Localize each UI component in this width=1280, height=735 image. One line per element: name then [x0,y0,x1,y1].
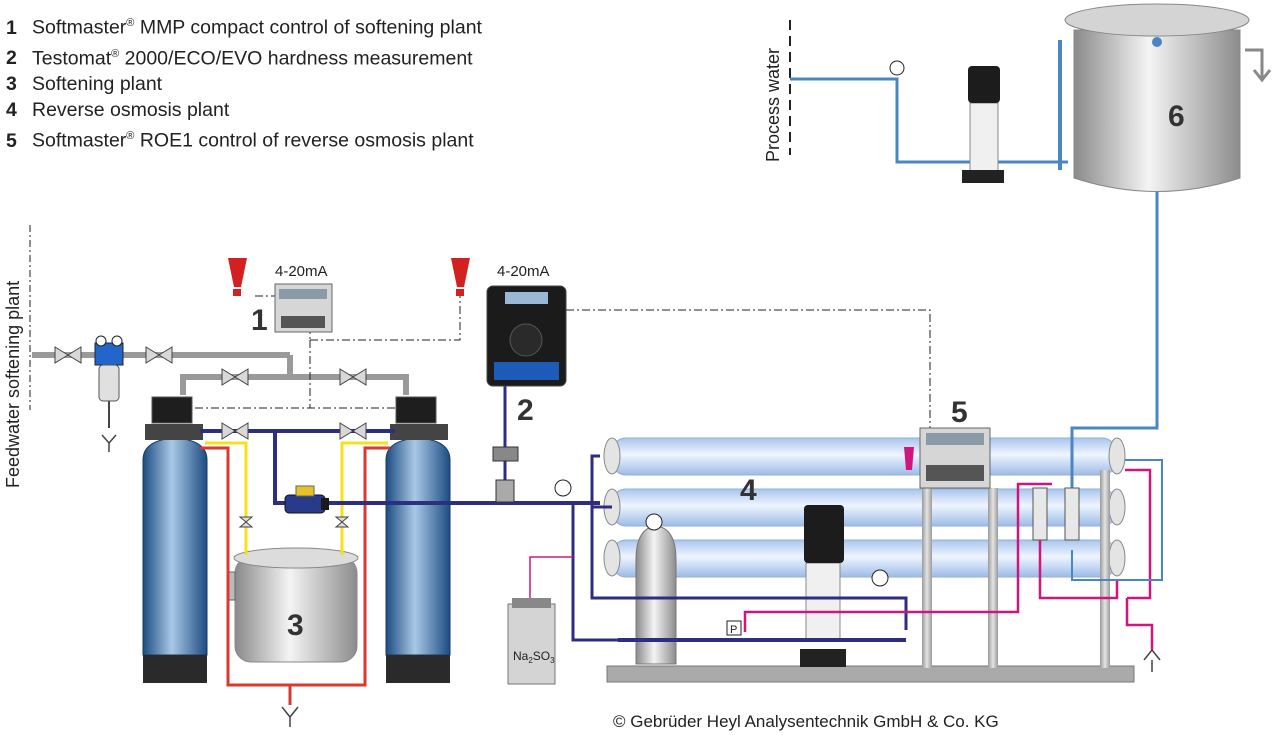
valve-icon [54,346,82,364]
softener-tank-left [142,396,208,683]
legend-label-rest: 2000/ECO/EVO hardness measurement [119,47,473,69]
marker-5: 5 [951,396,968,429]
pressure-gauge-icon [889,60,905,76]
sampling-valve [492,446,519,503]
softmaster-mmp-controller [274,283,333,333]
testomat-analyzer [486,285,567,387]
marker-4: 4 [740,474,757,507]
water-meter [284,485,329,514]
marker-3: 3 [287,609,304,642]
feedwater-label: Feedwater softening plant [3,225,31,488]
softmaster-roe1-controller [919,427,991,489]
cartridge-filter [635,513,677,665]
registered-mark: ® [111,47,120,60]
legend-label-rest: MMP compact control of softening plant [134,16,482,39]
legend-label: Reverse osmosis plant [32,99,230,121]
chem-subscript: 3 [550,656,555,665]
brine-tank [226,547,359,663]
dosing-tank: Na2SO3 [507,556,573,685]
storage-tank [1064,3,1272,192]
copyright: © Gebrüder Heyl Analysentechnik GmbH & C… [613,712,999,731]
pre-filter [94,335,124,452]
registered-mark: ® [126,17,135,29]
feed-lines [590,40,1163,650]
process-water-line [790,40,1068,170]
valve-icon [221,422,249,440]
registered-mark: ® [126,130,135,142]
legend-label: Softening plant [32,73,163,95]
legend-item-3: 3 Softening plant [6,71,482,97]
brine-lines [200,446,390,727]
marker-6: 6 [1168,100,1185,133]
legend-item-1: 1 Softmaster® MMP compact control of soft… [6,10,482,41]
legend-label: Softmaster [32,129,127,152]
alarm-icon [904,447,914,470]
legend-label-rest: ROE1 control of reverse osmosis plant [134,129,474,152]
alarm-icon [228,258,247,296]
booster-pump [962,66,1004,183]
legend-number: 4 [6,99,17,121]
chem-label: Na [513,649,529,663]
legend-label: Testomat [32,47,112,69]
legend-number: 3 [6,73,17,95]
flow-meter [1032,487,1048,541]
marker-1: 1 [251,304,268,337]
chem-subscript: 2 [528,656,533,665]
valve-icon [221,368,249,386]
legend-number: 2 [6,47,17,69]
legend-item-5: 5 Softmaster® ROE1 control of reverse osm… [6,123,482,154]
alarm-icon [451,258,470,296]
flow-meter [1064,487,1080,541]
legend-number: 5 [6,129,17,152]
valve-icon [339,422,367,440]
softener-tank-right [385,396,451,683]
valve-icon [145,346,173,364]
pressure-switch: P [726,620,742,636]
legend-item-2: 2 Testomat® 2000/ECO/EVO hardness measure… [6,41,482,72]
svg-text:Na2SO3: Na2SO3 [513,649,555,665]
process-water-text: Process water [763,48,783,162]
feedwater-text: Feedwater softening plant [3,281,23,488]
marker-2: 2 [517,394,534,427]
high-pressure-pump [800,505,846,667]
process-water-label: Process water [763,20,791,162]
legend-item-4: 4 Reverse osmosis plant [6,97,482,123]
signal-label: 4-20mA [497,263,550,280]
pressure-switch-label: P [730,624,737,636]
injector-lines [205,441,388,555]
legend-number: 1 [6,16,17,39]
valve-icon [339,368,367,386]
pressure-gauge-icon [554,479,572,497]
chem-label-tail: SO [533,649,550,663]
ro-frame [606,470,1135,683]
signal-label: 4-20mA [275,263,328,280]
pressure-gauge-icon [871,569,889,587]
legend-label: Softmaster [32,16,127,39]
